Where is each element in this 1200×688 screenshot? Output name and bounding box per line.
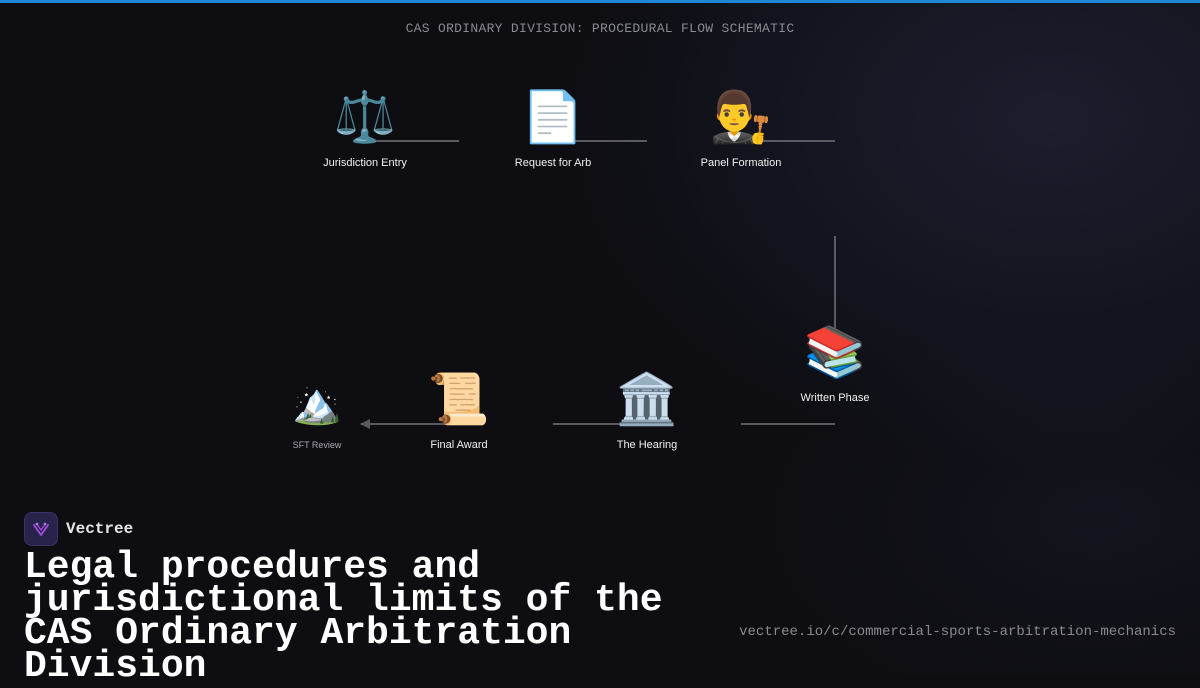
vectree-logo-icon [24, 512, 58, 546]
scales-icon: ⚖️ [333, 88, 397, 146]
diagram-title: CAS ORDINARY DIVISION: PROCEDURAL FLOW S… [405, 21, 795, 36]
node-written-phase: 📚 Written Phase [755, 323, 915, 404]
node-label: Request for Arb [514, 157, 592, 169]
node-final-award: 📜 Final Award [379, 370, 539, 451]
headline: Legal procedures and jurisdictional limi… [24, 546, 663, 688]
mountain-icon: 🏔️ [292, 381, 342, 427]
node-label: Panel Formation [700, 157, 782, 169]
node-label: Jurisdiction Entry [323, 157, 407, 169]
node-panel-formation: 👨‍⚖️ Panel Formation [661, 88, 821, 169]
node-label: Written Phase [800, 392, 870, 404]
node-the-hearing: 🏛️ The Hearing [567, 370, 727, 451]
node-jurisdiction-entry: ⚖️ Jurisdiction Entry [285, 88, 445, 169]
node-request-for-arb: 📄 Request for Arb [473, 88, 633, 169]
courthouse-icon: 🏛️ [615, 370, 679, 428]
node-label: SFT Review [292, 440, 342, 450]
brand-name: Vectree [66, 520, 134, 538]
source-url: vectree.io/c/commercial-sports-arbitrati… [739, 624, 1176, 640]
brand: Vectree [24, 512, 133, 546]
books-icon: 📚 [803, 323, 867, 381]
scroll-icon: 📜 [427, 370, 491, 428]
document-icon: 📄 [521, 88, 585, 146]
node-label: The Hearing [616, 439, 678, 451]
accent-bar [0, 0, 1200, 3]
node-label: Final Award [430, 439, 488, 451]
node-sft-review: 🏔️ SFT Review [237, 381, 397, 450]
judge-icon: 👨‍⚖️ [709, 88, 773, 146]
